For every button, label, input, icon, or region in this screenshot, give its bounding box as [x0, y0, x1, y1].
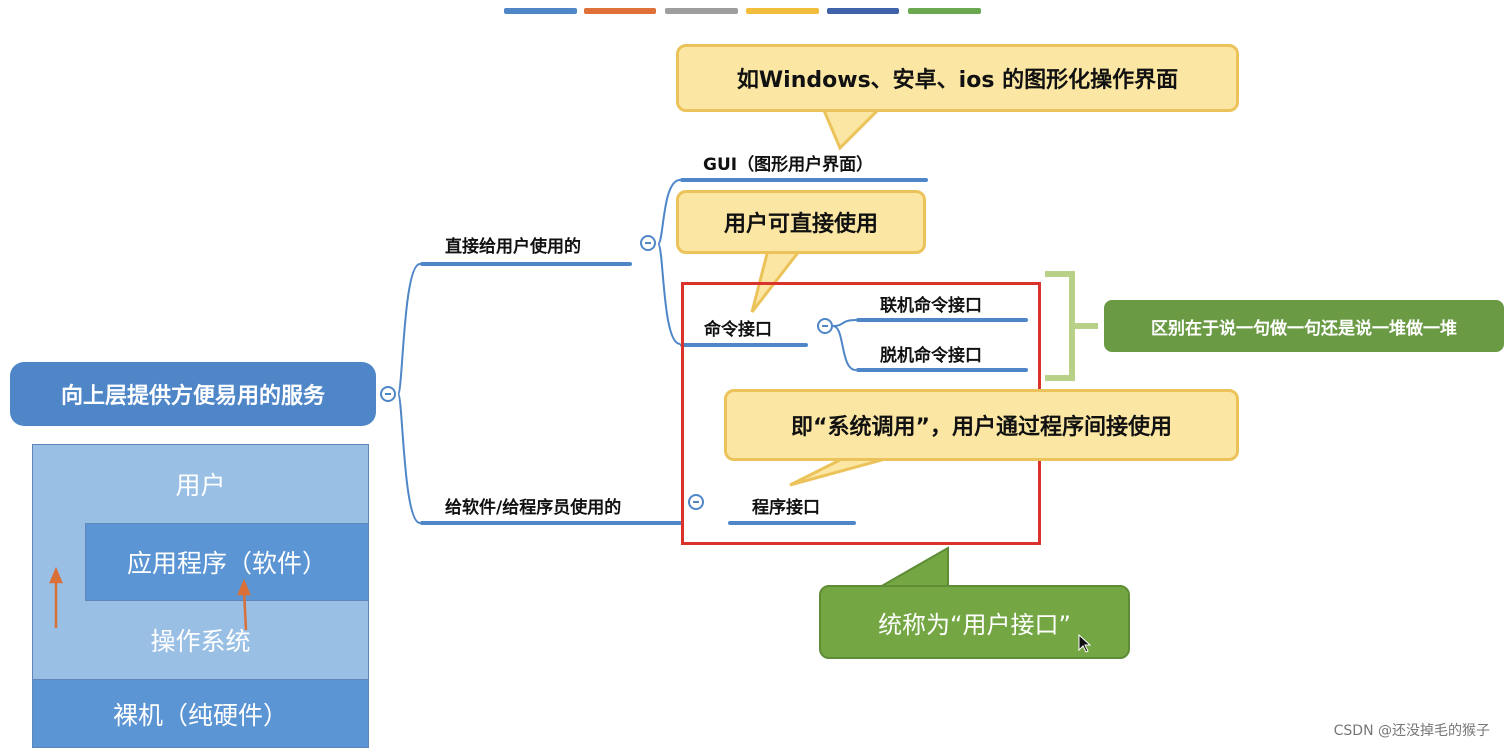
watermark: CSDN @还没掉毛的猴子: [1333, 723, 1490, 739]
branch-offline-label[interactable]: 脱机命令接口: [880, 346, 982, 366]
branch-online-label[interactable]: 联机命令接口: [880, 296, 982, 316]
branch-direct-collapse-icon[interactable]: [640, 235, 656, 251]
branch-direct-label[interactable]: 直接给用户使用的: [445, 237, 581, 257]
branch-prog-underline: [728, 521, 856, 525]
cursor-icon: [1078, 634, 1092, 653]
branch-dev-collapse-icon[interactable]: [688, 494, 704, 510]
palette-bar-orange: [584, 8, 656, 14]
branch-dev-label[interactable]: 给软件/给程序员使用的: [445, 498, 622, 518]
branch-cmd-label[interactable]: 命令接口: [704, 320, 772, 340]
bracket-note: 区别在于说一句做一句还是说一堆做一堆: [1104, 300, 1504, 352]
callout-syscall-note: 即“系统调用”，用户通过程序间接使用: [724, 389, 1239, 461]
palette-bar-blue: [504, 8, 577, 14]
palette-bar-navy: [827, 8, 899, 14]
layer-hardware: 裸机（纯硬件）: [32, 679, 369, 748]
layer-app: 应用程序（软件）: [85, 523, 369, 601]
branch-offline-underline: [856, 368, 1028, 372]
arrow-up-icon: [49, 566, 251, 631]
callout-gui-note: 如Windows、安卓、ios 的图形化操作界面: [676, 44, 1239, 112]
branch-prog-label[interactable]: 程序接口: [752, 498, 820, 518]
layer-user-strip: [32, 523, 85, 601]
callout-direct-note: 用户可直接使用: [676, 190, 926, 254]
branch-online-underline: [856, 318, 1028, 322]
root-collapse-icon[interactable]: [380, 386, 396, 402]
root-node[interactable]: 向上层提供方便易用的服务: [10, 362, 376, 426]
branch-cmd-underline: [680, 343, 808, 347]
palette-bar-yellow: [746, 8, 819, 14]
branch-cmd-collapse-icon[interactable]: [817, 318, 833, 334]
palette-bar-green: [908, 8, 981, 14]
branch-gui-label[interactable]: GUI（图形用户界面）: [703, 155, 874, 175]
palette-bar-gray: [665, 8, 738, 14]
branch-dev-underline: [420, 521, 682, 525]
layer-user: 用户: [32, 444, 369, 524]
branch-direct-underline: [420, 262, 632, 266]
summary-callout: 统称为“用户接口”: [819, 585, 1130, 659]
branch-gui-underline: [680, 178, 928, 182]
